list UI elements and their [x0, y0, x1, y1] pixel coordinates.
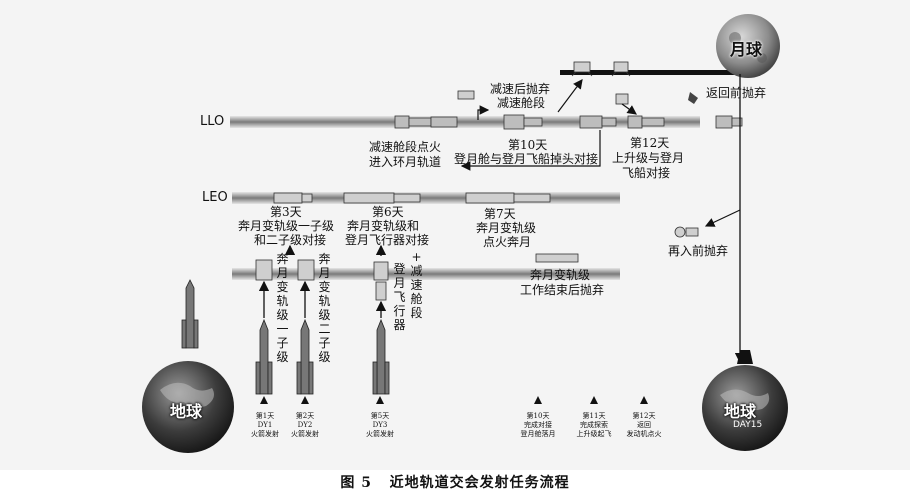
figure-number: 图 5	[340, 475, 372, 491]
ascent-stage-icon	[615, 93, 629, 105]
arrow-to-moon	[557, 79, 583, 113]
arrow-day10	[460, 130, 601, 171]
arrow-to-jettison	[477, 105, 490, 120]
rocket-dy1-icon	[255, 318, 273, 395]
leo-label: LEO	[202, 190, 228, 205]
milestone-2-label: 第11天完成探索上升级起飞	[576, 412, 612, 438]
decel-jettison-label: 减速后抛弃	[490, 82, 551, 96]
earth-left-label: 地球	[170, 402, 203, 421]
lander-icon-2	[611, 61, 631, 77]
vertical-label-2: 奔月变轨级二子级	[318, 252, 331, 364]
day6-line2: 登月飞行器对接	[345, 233, 430, 247]
earth-day15-label: DAY15	[733, 420, 763, 430]
leo-spacecraft-2	[343, 192, 421, 204]
milestone-1-label: 第10天完成对接登月舱落月	[520, 412, 556, 438]
tli-stage-end-line2: 工作结束后抛弃	[520, 283, 605, 297]
rocket-dy3-icon	[372, 318, 390, 395]
payload-2-icon	[297, 259, 315, 281]
earth-left-icon	[142, 361, 234, 453]
llo-spacecraft-2	[503, 114, 543, 130]
launch-marker-2	[301, 396, 309, 404]
llo-spacecraft-4	[627, 115, 665, 129]
payload-1-icon	[255, 259, 273, 281]
tli-stage-end-line1: 奔月变轨级	[530, 268, 591, 282]
day7-line2: 点火奔月	[483, 235, 532, 249]
reentry-jettison-icon	[674, 226, 699, 238]
day7-title: 第7天	[484, 207, 516, 221]
launch-marker-3	[376, 396, 384, 404]
tli-stage-jettisoned-icon	[535, 253, 579, 263]
vertical-label-3b: 减速舱段	[410, 264, 423, 320]
jettisoned-stage-icon	[457, 90, 475, 100]
day3-line2: 和二子级对接	[254, 233, 327, 247]
milestone-marker-3	[640, 396, 648, 404]
day12-line2: 飞船对接	[622, 166, 671, 180]
vertical-label-plus: +	[411, 250, 422, 264]
llo-spacecraft-5	[715, 115, 743, 129]
decel-ignition-line2: 进入环月轨道	[369, 155, 442, 169]
earth-right-label: 地球	[724, 402, 757, 421]
day3-line1: 奔月变轨级一子级	[238, 219, 335, 233]
day10-desc: 登月舱与登月飞船掉头对接	[454, 152, 599, 166]
milestone-3-label: 第12天返回发动机点火	[626, 412, 662, 438]
ground-orbit-band	[232, 268, 620, 280]
arrow-ascent	[621, 103, 637, 115]
diagram-graphics	[142, 14, 788, 453]
day12-line1: 上升级与登月	[612, 151, 685, 165]
rocket-dy2-icon	[296, 318, 314, 395]
return-jettison-label: 返回前抛弃	[706, 86, 767, 100]
payload-3-icon	[373, 261, 389, 301]
moon-label: 月球	[730, 40, 763, 59]
lunar-surface-line	[560, 70, 735, 75]
reentry-jettison-label: 再入前抛弃	[668, 244, 729, 258]
mission-flow-diagram: LLO LEO 月球 地球 地球 DAY15 减速后抛弃 减速舱段 返回前抛弃 …	[0, 0, 910, 470]
leo-spacecraft-1	[273, 192, 313, 204]
day6-title: 第6天	[372, 205, 404, 219]
figure-caption: 图 5 近地轨道交会发射任务流程	[0, 472, 910, 492]
milestone-marker-2	[590, 396, 598, 404]
rocket-standalone-icon	[181, 279, 199, 349]
arrow-reentry-jettison	[704, 209, 741, 227]
leo-spacecraft-3	[465, 192, 551, 204]
jettison-icon	[688, 92, 698, 104]
lander-icon-1	[571, 61, 593, 77]
vertical-label-1: 奔月变轨级一子级	[276, 252, 289, 364]
figure-title: 近地轨道交会发射任务流程	[389, 475, 570, 491]
llo-label: LLO	[200, 114, 225, 129]
day6-line1: 奔月变轨级和	[347, 219, 420, 233]
decel-stage-label: 减速舱段	[497, 96, 546, 110]
llo-spacecraft-3	[579, 115, 617, 129]
day10-title: 第10天	[508, 138, 548, 152]
vertical-label-3a: 登月飞行器	[393, 262, 406, 332]
launch-marker-1	[260, 396, 268, 404]
llo-spacecraft-1	[394, 115, 458, 129]
day3-title: 第3天	[270, 205, 302, 219]
earth-right-icon	[702, 365, 788, 451]
day7-line1: 奔月变轨级	[476, 221, 537, 235]
day12-title: 第12天	[630, 136, 670, 150]
decel-ignition-line1: 减速舱段点火	[369, 140, 442, 154]
milestone-marker-1	[534, 396, 542, 404]
